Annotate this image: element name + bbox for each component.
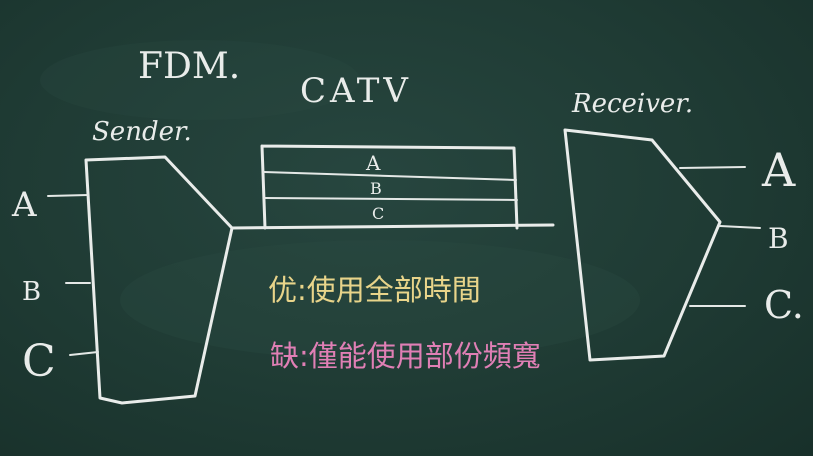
note-advantage: 优:使用全部時間 bbox=[268, 273, 481, 307]
channel-a: A bbox=[365, 151, 381, 175]
sender-input-a: A bbox=[11, 185, 37, 225]
medium-label: CATV bbox=[300, 71, 412, 111]
sender-line-a bbox=[47, 194, 89, 197]
receiver-output-c: C. bbox=[764, 283, 804, 327]
receiver-demux-shape bbox=[563, 128, 722, 362]
channel-c: C bbox=[372, 204, 384, 223]
catv-divider-1 bbox=[263, 171, 517, 181]
sender-label: Sender. bbox=[92, 117, 192, 147]
receiver-label: Receiver. bbox=[571, 89, 693, 119]
catv-baseline bbox=[230, 223, 555, 230]
channel-b: B bbox=[370, 179, 382, 198]
sender-mux-shape bbox=[84, 155, 234, 405]
title-fdm: FDM. bbox=[138, 46, 240, 87]
catv-divider-2 bbox=[264, 197, 518, 201]
note-disadvantage: 缺:僅能使用部份頻寬 bbox=[270, 339, 541, 373]
catv-box bbox=[260, 144, 519, 230]
receiver-output-a: A bbox=[761, 143, 796, 197]
receiver-line-b bbox=[719, 225, 761, 229]
receiver-output-b: B bbox=[768, 222, 789, 255]
sender-input-b: B bbox=[22, 277, 41, 307]
receiver-line-a bbox=[679, 166, 746, 169]
sender-input-c: C bbox=[22, 336, 56, 387]
sender-line-c bbox=[69, 351, 99, 356]
